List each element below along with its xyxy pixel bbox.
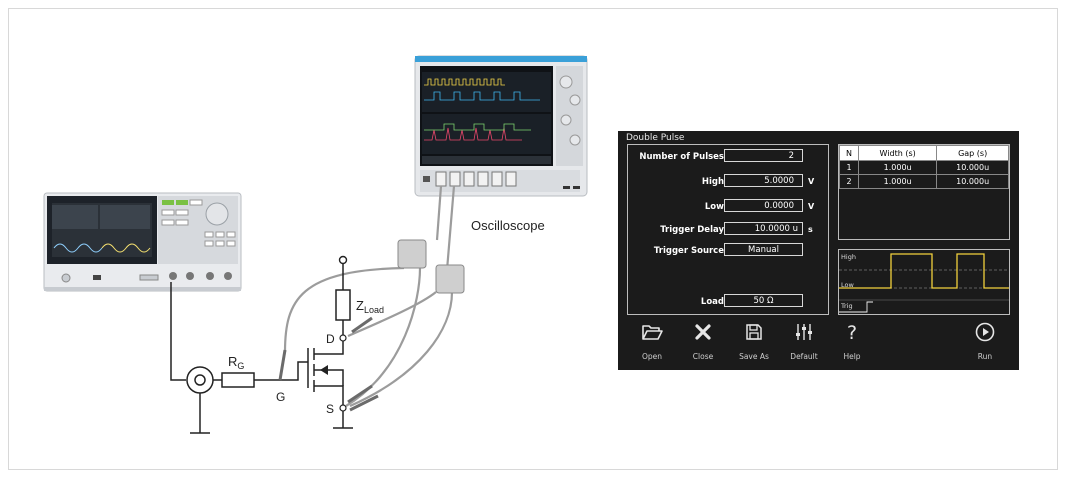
question-mark-icon: ? (847, 322, 857, 344)
param-row-trigger-source: Trigger Source Manual (628, 243, 828, 259)
probe-cables (283, 185, 456, 408)
table-cell: 2 (839, 174, 859, 189)
svg-text:?: ? (847, 322, 857, 344)
floppy-disk-icon (746, 324, 762, 340)
supply-node (338, 255, 348, 265)
param-row-load: Load 50 Ω (628, 294, 828, 310)
probe-box-2 (435, 264, 465, 294)
waveform-preview: High Low Trig (838, 249, 1010, 315)
number-of-pulses-field[interactable]: 2 (724, 149, 803, 162)
run-button[interactable]: Run (963, 320, 1007, 368)
drain-node (339, 334, 347, 342)
double-pulse-panel: Double Pulse Number of Pulses 2 High 5.0… (618, 131, 1019, 370)
param-label: Low (704, 202, 724, 212)
table-header: N (839, 145, 859, 161)
probe-box-1 (397, 239, 427, 269)
param-row-trigger-delay: Trigger Delay 10.0000 u s (628, 222, 828, 238)
run-label: Run (977, 352, 993, 361)
param-label: Number of Pulses (639, 152, 724, 162)
probe-tips (278, 316, 379, 412)
default-label: Default (790, 352, 818, 361)
table-cell[interactable]: 10.000u (936, 160, 1009, 175)
open-button[interactable]: Open (630, 320, 674, 368)
close-icon (695, 324, 711, 340)
pulse-waveform (839, 253, 1009, 289)
save-as-label: Save As (739, 352, 769, 361)
table-header: Gap (s) (936, 145, 1009, 161)
load-select[interactable]: 50 Ω (724, 294, 803, 307)
table-header: Width (s) (857, 145, 938, 161)
mosfet-body-arrow (320, 365, 328, 375)
folder-open-icon (642, 325, 663, 340)
param-row-low: Low 0.0000 V (628, 199, 828, 215)
table-header-row: N Width (s) Gap (s) (839, 145, 1009, 161)
help-label: Help (843, 352, 861, 361)
toolbar: Open Close Save As Default ? Help Run (618, 320, 1019, 370)
rg-label: RG (228, 354, 244, 371)
param-label: Trigger Delay (660, 225, 724, 235)
oscilloscope (414, 55, 588, 197)
trigger-delay-field[interactable]: 10.0000 u (724, 222, 803, 235)
save-as-button[interactable]: Save As (732, 320, 776, 368)
table-cell: 1 (839, 160, 859, 175)
pulse-table-box: N Width (s) Gap (s) 1 1.000u 10.000u 2 1… (838, 144, 1010, 240)
table-cell[interactable]: 10.000u (936, 174, 1009, 189)
waveform-low-label: Low (841, 281, 854, 289)
trigger-waveform (839, 301, 873, 313)
oscilloscope-label: Oscilloscope (471, 218, 545, 233)
table-cell[interactable]: 1.000u (857, 174, 938, 189)
table-row[interactable]: 2 1.000u 10.000u (839, 174, 1009, 189)
param-label: Load (700, 297, 724, 307)
param-label: Trigger Source (653, 246, 724, 256)
param-unit: s (808, 225, 813, 234)
param-row-high: High 5.0000 V (628, 174, 828, 190)
source-label: S (326, 402, 334, 416)
low-level-field[interactable]: 0.0000 (724, 199, 803, 212)
pulse-table: N Width (s) Gap (s) 1 1.000u 10.000u 2 1… (839, 145, 1009, 189)
param-label: High (701, 177, 724, 187)
waveform-svg: High Low Trig (839, 253, 1009, 313)
param-unit: V (808, 202, 815, 211)
waveform-trig-label: Trig (840, 302, 853, 310)
open-label: Open (641, 352, 663, 361)
sliders-icon (796, 324, 812, 340)
waveform-high-label: High (841, 253, 856, 261)
source-node (339, 404, 347, 412)
gate-label: G (276, 390, 285, 404)
high-level-field[interactable]: 5.0000 (724, 174, 803, 187)
close-label: Close (692, 352, 714, 361)
default-button[interactable]: Default (782, 320, 826, 368)
play-circle-icon (975, 322, 995, 342)
zload-label: ZLoad (356, 298, 384, 315)
panel-title: Double Pulse (626, 133, 685, 143)
drain-label: D (326, 332, 335, 346)
help-button[interactable]: ? Help (830, 320, 874, 368)
circuit-wiring (170, 264, 353, 434)
param-unit: V (808, 177, 815, 186)
param-row-number-of-pulses: Number of Pulses 2 (628, 149, 828, 165)
table-cell[interactable]: 1.000u (857, 160, 938, 175)
parameters-box: Number of Pulses 2 High 5.0000 V Low 0.0… (627, 144, 829, 315)
function-generator (43, 192, 242, 292)
trigger-source-select[interactable]: Manual (724, 243, 803, 256)
close-button[interactable]: Close (681, 320, 725, 368)
table-row[interactable]: 1 1.000u 10.000u (839, 160, 1009, 175)
